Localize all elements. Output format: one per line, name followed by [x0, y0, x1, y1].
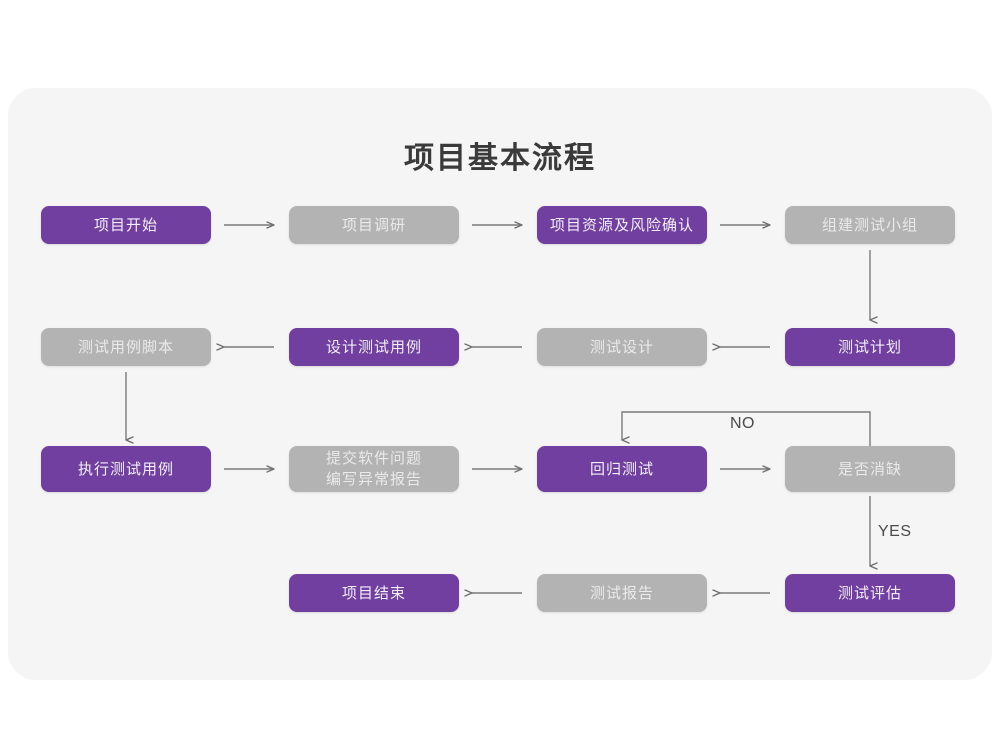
- node-test-design[interactable]: 测试设计: [537, 328, 707, 366]
- node-defect-resolved-decision[interactable]: 是否消缺: [785, 446, 955, 492]
- node-test-plan[interactable]: 测试计划: [785, 328, 955, 366]
- node-test-evaluation[interactable]: 测试评估: [785, 574, 955, 612]
- edge-label-yes: YES: [878, 523, 912, 540]
- page-title: 项目基本流程: [404, 142, 596, 175]
- node-test-case-script[interactable]: 测试用例脚本: [41, 328, 211, 366]
- node-form-test-team[interactable]: 组建测试小组: [785, 206, 955, 244]
- node-resource-risk-confirm[interactable]: 项目资源及风险确认: [537, 206, 707, 244]
- node-project-end[interactable]: 项目结束: [289, 574, 459, 612]
- node-regression-test[interactable]: 回归测试: [537, 446, 707, 492]
- node-submit-issue-report[interactable]: 提交软件问题 编写异常报告: [289, 446, 459, 492]
- node-project-research[interactable]: 项目调研: [289, 206, 459, 244]
- node-project-start[interactable]: 项目开始: [41, 206, 211, 244]
- edge-label-no: NO: [730, 415, 755, 432]
- node-design-test-case[interactable]: 设计测试用例: [289, 328, 459, 366]
- node-execute-test-case[interactable]: 执行测试用例: [41, 446, 211, 492]
- node-test-report[interactable]: 测试报告: [537, 574, 707, 612]
